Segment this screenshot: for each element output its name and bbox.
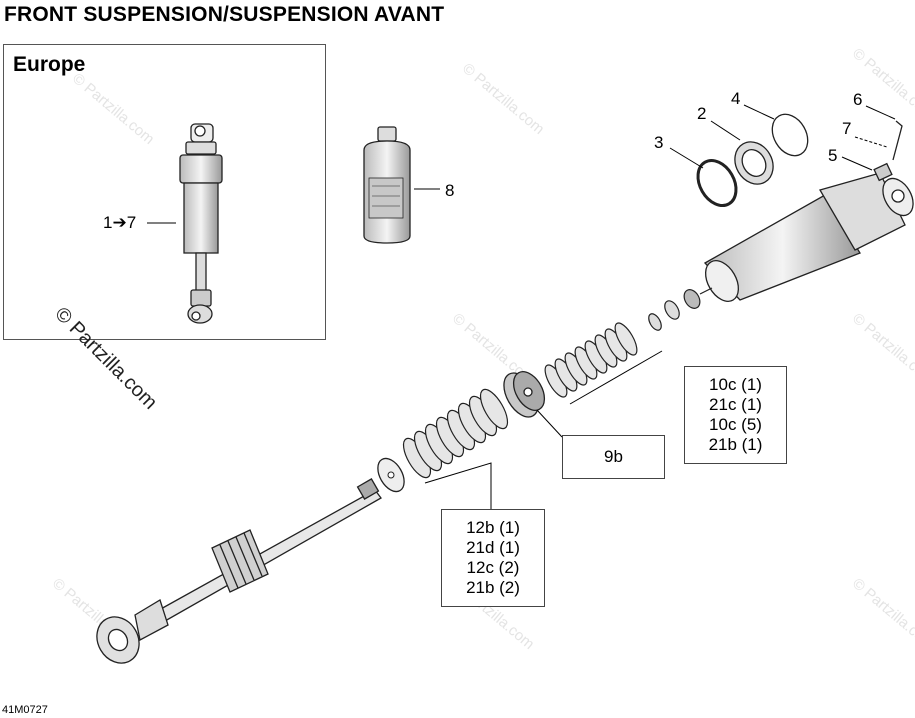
callout-line-10c xyxy=(569,350,663,405)
callout-leaders-top xyxy=(669,104,896,171)
part-box-10c-line: 21b (1) xyxy=(708,435,763,454)
callout-8: 8 xyxy=(445,181,455,200)
oil-bottle-illustration xyxy=(363,126,411,244)
callout-6: 6 xyxy=(853,90,863,109)
part-box-10c-line: 10c (1) xyxy=(709,375,762,394)
callout-3: 3 xyxy=(654,133,664,152)
callout-1-7: 1➔7 xyxy=(103,213,137,232)
diagram-title: FRONT SUSPENSION/SUSPENSION AVANT xyxy=(4,3,445,26)
part-box-12b-line: 12b (1) xyxy=(466,518,520,537)
europe-inset: Europe xyxy=(3,44,326,340)
part-box-12b-line: 21d (1) xyxy=(466,538,520,557)
callout-7: 7 xyxy=(842,119,852,138)
shim-stack-10c-illustration xyxy=(544,322,638,398)
nut-washers-illustration xyxy=(648,287,713,331)
callout-4: 4 xyxy=(731,89,741,108)
callout-2: 2 xyxy=(697,104,707,123)
inset-label: Europe xyxy=(13,53,86,76)
part-box-12b: 12b (1) 21d (1) 12c (2) 21b (2) xyxy=(441,509,545,607)
piston-rod-illustration xyxy=(96,478,382,664)
part-box-10c-line: 10c (5) xyxy=(709,415,762,434)
seal-rings-illustration xyxy=(696,113,903,207)
part-box-9b-line: 9b xyxy=(604,447,623,466)
shock-body-illustration xyxy=(703,162,914,302)
shim-stack-12b-illustration xyxy=(402,388,509,479)
part-box-9b: 9b xyxy=(562,435,665,479)
callout-5: 5 xyxy=(828,146,838,165)
diagram-code: 41M0727 xyxy=(2,704,48,716)
piston-9b-illustration xyxy=(503,371,546,418)
part-box-10c: 10c (1) 21c (1) 10c (5) 21b (1) xyxy=(684,366,787,464)
europe-shock-illustration xyxy=(179,123,223,324)
part-box-10c-line: 21c (1) xyxy=(709,395,762,414)
callout-line-12b xyxy=(424,462,492,510)
part-box-12b-line: 21b (2) xyxy=(466,578,520,597)
part-box-12b-line: 12c (2) xyxy=(466,558,520,577)
callout-line-9b xyxy=(536,409,563,438)
